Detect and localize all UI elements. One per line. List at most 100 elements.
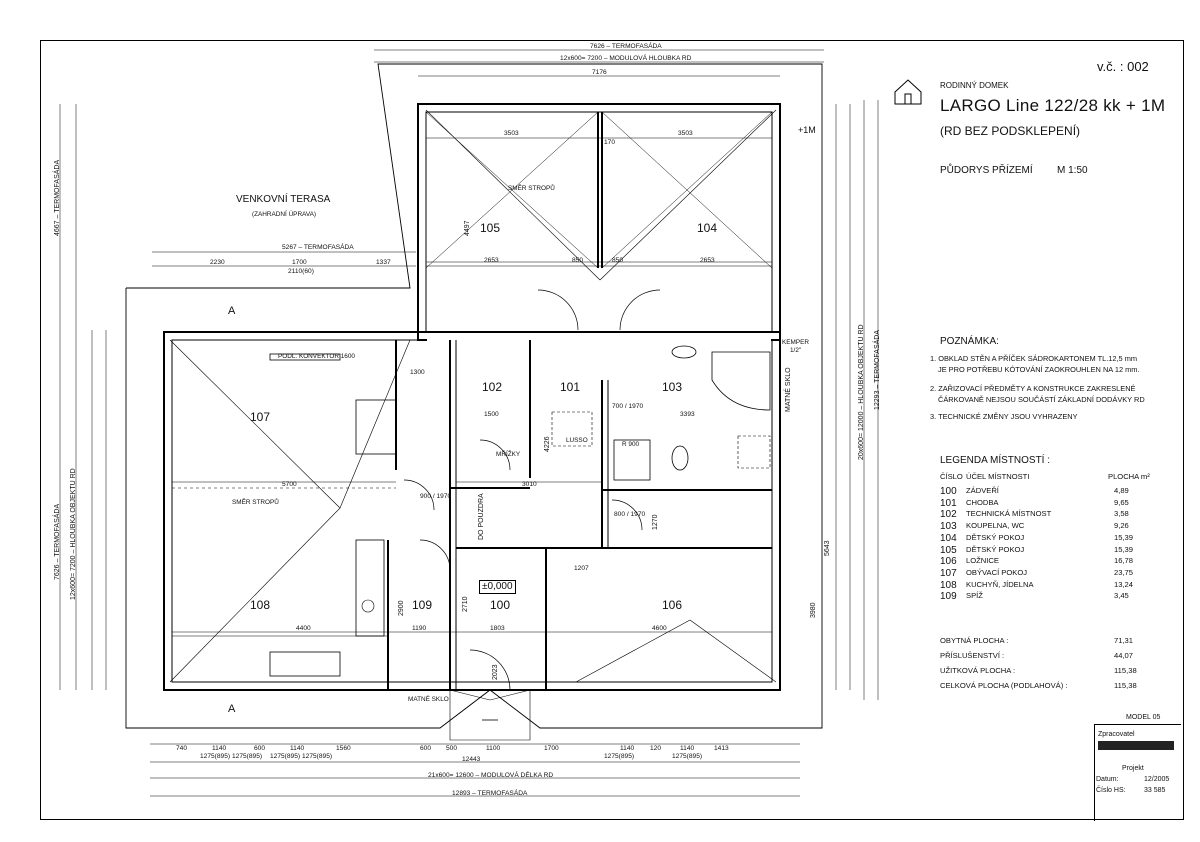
legend-room-use: DĚTSKÝ POKOJ <box>966 532 1025 542</box>
page-subtitle: (RD BEZ PODSKLEPENÍ) <box>940 124 1081 138</box>
legend-room-area: 15,39 <box>1114 532 1134 542</box>
dim-label: 3980 <box>810 602 817 618</box>
dim-label: 4226 <box>544 436 551 452</box>
dim-label: 1560 <box>336 745 351 752</box>
dim-label: 850 <box>612 257 624 264</box>
section-a-marker: A <box>228 703 236 715</box>
dim-label: 4667 – TERMOFASÁDA <box>54 159 61 236</box>
dim-label: 1190 <box>412 625 427 632</box>
dim-label: 740 <box>176 745 188 752</box>
dim-label: 1140 <box>290 745 305 752</box>
legend-total-label: CELKOVÁ PLOCHA (PODLAHOVÁ) : <box>940 681 1068 690</box>
legend-room-use: TECHNICKÁ MÍSTNOST <box>966 509 1052 519</box>
dim-label: 1275(895) <box>604 753 635 760</box>
legend-total-value: 44,07 <box>1114 651 1134 660</box>
section-a-marker: A <box>228 305 236 317</box>
dim-label: 1275(895) <box>672 753 703 760</box>
legend-room-use: OBÝVACÍ POKOJ <box>966 567 1028 577</box>
room-number: 107 <box>250 410 271 424</box>
dim-label: 2900 <box>398 600 405 616</box>
dim-label: 5267 – TERMOFASÁDA <box>282 244 354 251</box>
dim-label: 3503 <box>504 130 519 137</box>
legend-room-use: CHODBA <box>966 497 999 507</box>
dim-label: 1275(895) <box>200 753 231 760</box>
dim-label: 1140 <box>680 745 695 752</box>
joist-direction: SMĚR STROPŮ <box>508 185 555 192</box>
dim-label: 2230 <box>210 259 225 266</box>
roof-ridge <box>169 339 341 509</box>
kemper-label: 1/2" <box>790 347 802 354</box>
dim-label: 1337 <box>376 259 391 266</box>
dim-label: 1300 <box>410 369 425 376</box>
frosted-glass-label: MATNÉ SKLO <box>408 696 449 703</box>
room-number: 101 <box>560 380 581 394</box>
dim-label: 1270 <box>652 514 659 530</box>
dim-label: 500 <box>446 745 458 752</box>
dim-label: 2710 <box>462 596 469 612</box>
dim-label: 1207 <box>574 565 589 572</box>
legend-room-area: 23,75 <box>1114 567 1134 577</box>
room-number: 102 <box>482 380 503 394</box>
stamp-cislo: 33 585 <box>1144 787 1166 794</box>
level-mark: ±0,000 <box>479 580 516 594</box>
dim-label: 3010 <box>522 481 537 488</box>
room-number: 106 <box>662 598 683 612</box>
legend-total-label: OBYTNÁ PLOCHA : <box>940 636 1009 645</box>
legend-room-area: 4,89 <box>1114 486 1129 495</box>
dim-label: 600 <box>420 745 432 752</box>
legend-total-value: 115,38 <box>1114 681 1137 690</box>
dim-label: 5643 <box>824 540 831 556</box>
dim-label: 3393 <box>680 411 695 418</box>
kemper-label: KEMPER <box>782 339 809 346</box>
legend-room-use: SPÍŽ <box>966 591 983 601</box>
dim-label: 2653 <box>700 257 715 264</box>
plan-scale: M 1:50 <box>1057 165 1088 176</box>
dim-label: 20x600= 12000 – HLOUBKA OBJEKTU RD <box>858 324 865 460</box>
room-number: 109 <box>412 598 433 612</box>
house-icon <box>894 79 922 105</box>
legend-room-area: 3,45 <box>1114 591 1129 601</box>
stamp-datum-label: Datum: <box>1096 776 1119 783</box>
legend-room-number: 107 <box>940 567 957 579</box>
legend-room-area: 9,26 <box>1114 521 1129 531</box>
dim-label: 1140 <box>620 745 635 752</box>
roof-ridge <box>169 507 341 683</box>
legend-room-use: DĚTSKÝ POKOJ <box>966 544 1025 554</box>
dim-label: 2110(60) <box>288 268 314 275</box>
legend-room-use: LOŽNICE <box>966 556 999 566</box>
legend-room-number: 100 <box>940 486 957 497</box>
dim-label: 12x600= 7200 – HLOUBKA OBJEKTU RD <box>70 468 77 600</box>
note-line: JE PRO POTŘEBU KÓTOVÁNÍ ZAOKROUHLEN NA 1… <box>938 365 1140 374</box>
terrace-label: VENKOVNÍ TERASA <box>236 194 331 205</box>
room-number: 108 <box>250 598 271 612</box>
legend-room-number: 101 <box>940 497 957 509</box>
plan-name: PŮDORYS PŘÍZEMÍ <box>940 165 1033 176</box>
dim-label: 1700 <box>292 259 307 266</box>
dim-label: 600 <box>254 745 266 752</box>
legend-room-number: 104 <box>940 532 957 544</box>
stamp-model: MODEL 05 <box>1126 714 1161 721</box>
dim-label: 170 <box>604 139 616 146</box>
dim-label: 7176 <box>592 69 607 76</box>
sheet-frame <box>40 40 1184 820</box>
legend-room-number: 109 <box>940 591 957 603</box>
title-stamp <box>1094 724 1181 821</box>
sheet-number: v.č. : 002 <box>1097 59 1149 74</box>
legend-room-use: KUCHYŇ, JÍDELNA <box>966 579 1034 589</box>
legend-room-number: 108 <box>940 579 957 591</box>
dim-label: 7626 – TERMOFASÁDA <box>590 43 662 50</box>
dim-label: 1275(895) <box>302 753 333 760</box>
dim-label: 4400 <box>296 625 311 632</box>
notes-heading: POZNÁMKA: <box>940 336 999 347</box>
plus1m-mark: +1M <box>798 125 816 135</box>
dim-label: 12443 <box>462 756 481 763</box>
roof-ridge <box>599 109 777 281</box>
stamp-projekt: Projekt <box>1122 765 1144 772</box>
dim-label: 1100 <box>486 745 501 752</box>
dim-label: 1500 <box>484 411 499 418</box>
grille-label: MŘÍŽKY <box>496 451 521 458</box>
legend-col-use: ÚČEL MÍSTNOSTI <box>966 472 1030 481</box>
dim-label: 7626 – TERMOFASÁDA <box>54 503 61 580</box>
legend-room-area: 3,58 <box>1114 509 1129 519</box>
